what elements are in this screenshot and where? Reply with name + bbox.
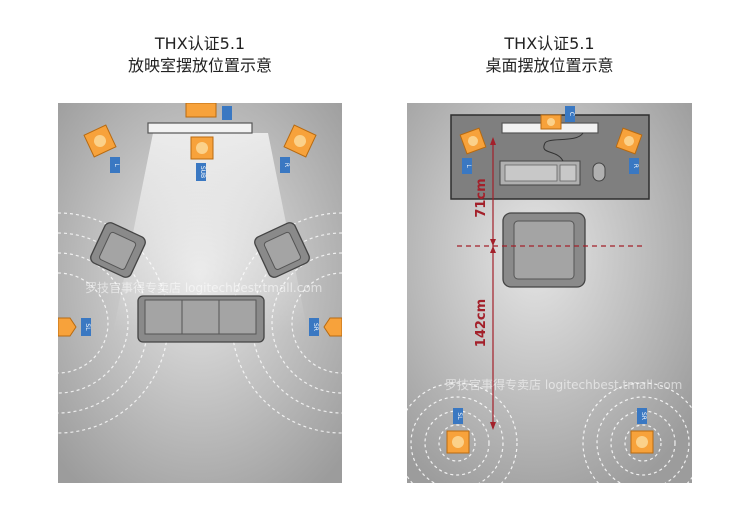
surround-left-speaker bbox=[58, 317, 77, 337]
desk-surround-right-label: SR bbox=[640, 412, 647, 420]
surround-right-speaker bbox=[630, 430, 654, 454]
mouse bbox=[592, 162, 606, 182]
office-chair bbox=[502, 212, 586, 288]
subwoofer-speaker-top bbox=[185, 103, 217, 118]
surround-right-label-badge: SR bbox=[309, 318, 319, 336]
front-left-label-badge: L bbox=[462, 158, 472, 174]
watermark-right: 罗技官事得专卖店 logitechbest.tmall.com bbox=[445, 378, 683, 392]
watermark-left: 罗技官事得专卖店 logitechbest.tmall.com bbox=[85, 281, 323, 295]
projection-screen bbox=[147, 122, 253, 134]
front-right-speaker bbox=[283, 124, 317, 158]
measurement-line bbox=[490, 137, 496, 430]
surround-left-label: SL bbox=[84, 323, 91, 331]
distance-rear-label: 142cm bbox=[474, 299, 489, 347]
front-left-label: L bbox=[113, 163, 120, 167]
front-right-label-badge: R bbox=[280, 157, 290, 173]
surround-left-label-badge: SL bbox=[81, 318, 91, 336]
desktop-title-line1: THX认证5.1 bbox=[504, 34, 595, 53]
projection-beam bbox=[113, 133, 308, 333]
desk-center-label: C bbox=[568, 112, 575, 116]
surround-right-waves bbox=[231, 212, 342, 434]
desk-front-right-label: R bbox=[632, 164, 639, 168]
surround-left-label-badge: SL bbox=[453, 408, 463, 424]
sofa bbox=[137, 295, 265, 343]
front-left-label-badge: L bbox=[110, 157, 120, 173]
desktop-diagram: C L R 71cm 142cm bbox=[407, 103, 692, 483]
surround-left-waves bbox=[58, 212, 169, 434]
center-label-badge: SUB bbox=[196, 163, 206, 181]
armchair-left bbox=[90, 222, 146, 278]
distance-front-label: 71cm bbox=[474, 178, 489, 217]
keyboard bbox=[499, 160, 581, 186]
desktop-title: THX认证5.1 桌面摆放位置示意 bbox=[407, 33, 692, 77]
keyboard-cable bbox=[543, 132, 584, 162]
front-right-label: R bbox=[283, 163, 290, 167]
surround-right-label-badge: SR bbox=[637, 408, 647, 424]
desk-surround-left-label: SL bbox=[456, 412, 463, 420]
desktop-title-line2: 桌面摆放位置示意 bbox=[485, 56, 614, 75]
center-label: SUB bbox=[199, 166, 206, 178]
desk-front-left-label: L bbox=[465, 164, 472, 168]
front-right-label-badge: R bbox=[629, 158, 639, 174]
center-speaker bbox=[190, 136, 214, 160]
center-label-badge: C bbox=[565, 106, 575, 122]
surround-right-speaker bbox=[323, 317, 342, 337]
home-theater-diagram: SUB L R SL bbox=[58, 103, 342, 483]
center-speaker bbox=[540, 114, 562, 130]
front-left-speaker bbox=[83, 124, 117, 158]
armchair-right bbox=[254, 222, 310, 278]
home-theater-title-line2: 放映室摆放位置示意 bbox=[127, 56, 272, 75]
surround-right-label: SR bbox=[312, 323, 319, 331]
front-right-speaker bbox=[615, 127, 643, 155]
surround-left-speaker bbox=[446, 430, 470, 454]
label-sub-top-badge bbox=[222, 106, 232, 120]
front-left-speaker bbox=[459, 127, 487, 155]
home-theater-title-line1: THX认证5.1 bbox=[154, 34, 246, 53]
home-theater-title: THX认证5.1 放映室摆放位置示意 bbox=[58, 33, 342, 77]
